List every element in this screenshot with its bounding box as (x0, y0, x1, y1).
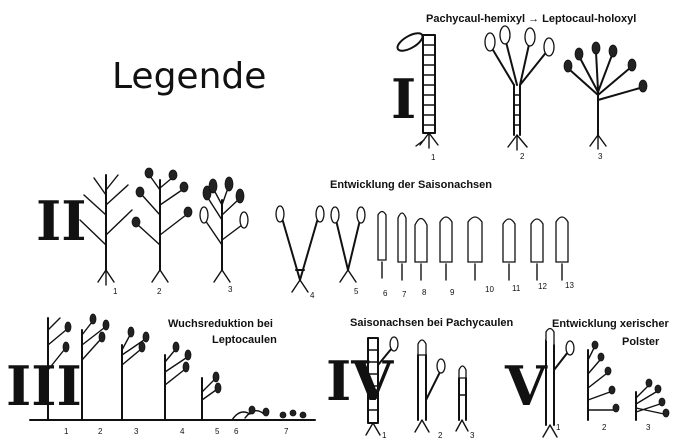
panel-3-number-5: 5 (215, 427, 220, 436)
panel-5-number-2: 2 (602, 423, 607, 432)
panel-3-number-1: 1 (64, 427, 69, 436)
panel-2-number-5: 5 (354, 287, 359, 296)
panel-2-number-6: 6 (383, 289, 388, 298)
plant-5-2 (588, 341, 619, 420)
roman-numeral-2: II (36, 189, 87, 253)
roman-numeral-5: V (504, 354, 548, 418)
roman-numeral-1: I (391, 67, 416, 131)
panel-4: IV Saisonachsen bei Pachycaulen 1 2 3 (326, 317, 514, 440)
panel-2-number-9: 9 (450, 288, 455, 297)
panel-1-number-2: 2 (520, 152, 525, 161)
panel-4-number-3: 3 (470, 431, 475, 440)
plant-2-1 (80, 175, 132, 285)
panel-3-number-7: 7 (284, 427, 289, 436)
panel-2-title: Entwicklung der Saisonachsen (330, 179, 492, 191)
plant-3-5 (202, 372, 221, 420)
panel-5-number-3: 3 (646, 423, 651, 432)
panel-3-number-2: 2 (98, 427, 103, 436)
panel-3-title-line-1: Wuchsreduktion bei (168, 318, 273, 330)
plant-4-2 (415, 340, 445, 432)
panel-1-number-3: 3 (598, 152, 603, 161)
plant-3-2 (82, 314, 109, 420)
plant-3-4 (165, 342, 191, 420)
panel-2-number-4: 4 (310, 291, 315, 300)
panel-5: V Entwicklung xerischer Polster (504, 318, 669, 437)
legend-title: Legende (112, 56, 266, 97)
panel-2: II Entwicklung der Saisonachsen (36, 168, 574, 300)
panel-2-number-11: 11 (512, 284, 521, 293)
plant-2-5 (331, 207, 365, 282)
panel-3-title-line-2: Leptocaulen (212, 334, 277, 346)
plant-1-2 (485, 26, 554, 150)
panel-2-number-13: 13 (565, 281, 574, 290)
panel-2-number-7: 7 (402, 290, 407, 299)
panel-2-number-8: 8 (422, 288, 427, 297)
plant-2-4 (276, 206, 324, 292)
panel-5-title-line-2: Polster (622, 336, 660, 348)
panel-1: I Pachycaul-hemixyl → Leptocaul-holoxyl (391, 13, 647, 162)
panel-2-number-3: 3 (228, 285, 233, 294)
plant-5-3 (636, 379, 669, 420)
roman-numeral-3: III (6, 354, 82, 418)
plant-4-3 (456, 366, 468, 431)
plant-2-3 (200, 177, 248, 282)
panel-2-number-2: 2 (157, 287, 162, 296)
plant-3-6 (232, 406, 269, 420)
panel-2-number-12: 12 (538, 282, 547, 291)
plant-3-3 (122, 327, 149, 420)
panel-3-number-4: 4 (180, 427, 185, 436)
plant-3-7 (280, 410, 306, 418)
panel-5-number-1: 1 (556, 423, 561, 432)
panel-4-title: Saisonachsen bei Pachycaulen (350, 317, 514, 329)
panel-3-number-3: 3 (134, 427, 139, 436)
season-shoots (378, 212, 568, 281)
panel-2-number-1: 1 (113, 287, 118, 296)
panel-5-title-line-1: Entwicklung xerischer (552, 318, 669, 330)
panel-4-number-2: 2 (438, 431, 443, 440)
plant-5-1 (543, 329, 574, 438)
panel-3-number-6: 6 (234, 427, 239, 436)
plant-2-2 (132, 168, 192, 282)
plant-1-3 (564, 42, 647, 149)
panel-4-number-1: 1 (382, 431, 387, 440)
panel-2-number-10: 10 (485, 285, 494, 294)
panel-1-title: Pachycaul-hemixyl → Leptocaul-holoxyl (426, 13, 636, 25)
panel-1-number-1: 1 (431, 153, 436, 162)
panel-3: III Wuchsreduktion bei Leptocaulen (6, 314, 315, 436)
